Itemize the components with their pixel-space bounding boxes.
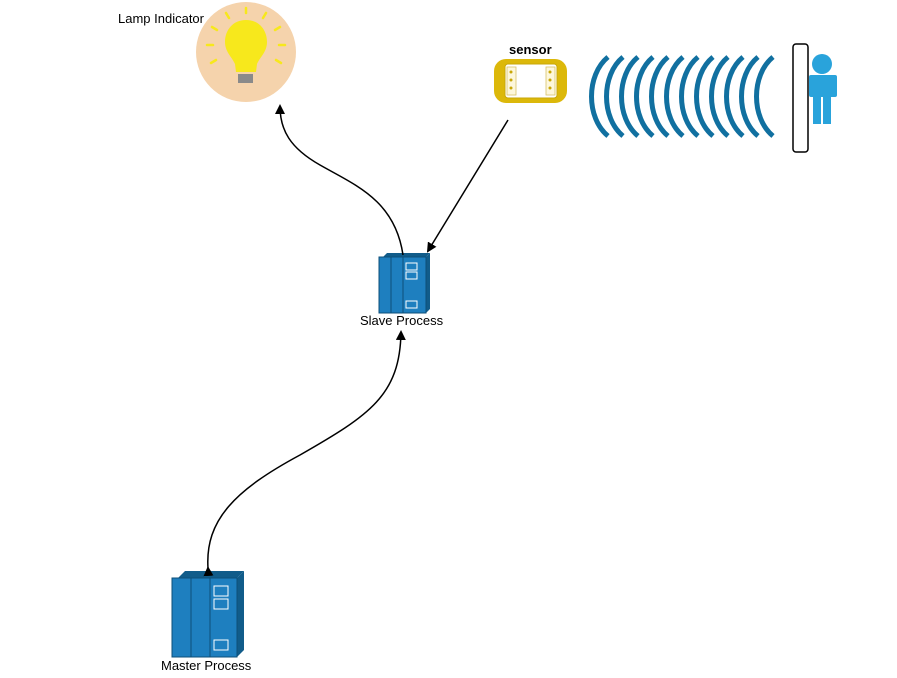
signal-wave-arc (739, 55, 760, 138)
edge-slave-to-lamp (275, 104, 404, 256)
master-plc-icon (171, 571, 244, 658)
signal-wave-arc (604, 55, 625, 138)
signal-wave-arc (679, 55, 700, 138)
lamp-indicator-label: Lamp Indicator (118, 11, 204, 26)
lightbulb-icon (196, 2, 296, 102)
signal-wave-arc (694, 55, 715, 138)
signal-wave-arc (724, 55, 745, 138)
signal-wave-arc (589, 55, 610, 138)
signal-wave-arc (754, 55, 775, 138)
slave-process-label: Slave Process (360, 313, 444, 328)
edge-sensor-to-slave (426, 119, 509, 253)
signal-wave-arc (634, 55, 655, 138)
person-icon (809, 54, 837, 124)
signal-wave-arc (664, 55, 685, 138)
slave-plc-icon (378, 253, 430, 314)
signal-wave-arc (649, 55, 670, 138)
door-frame-icon (792, 43, 809, 153)
master-process-label: Master Process (161, 658, 252, 673)
sensor-label: sensor (509, 42, 552, 57)
signal-waves-icon (589, 55, 775, 138)
signal-wave-arc (709, 55, 730, 138)
signal-wave-arc (619, 55, 640, 138)
sensor-device-icon (494, 59, 567, 103)
edge-master-slave (203, 330, 406, 577)
